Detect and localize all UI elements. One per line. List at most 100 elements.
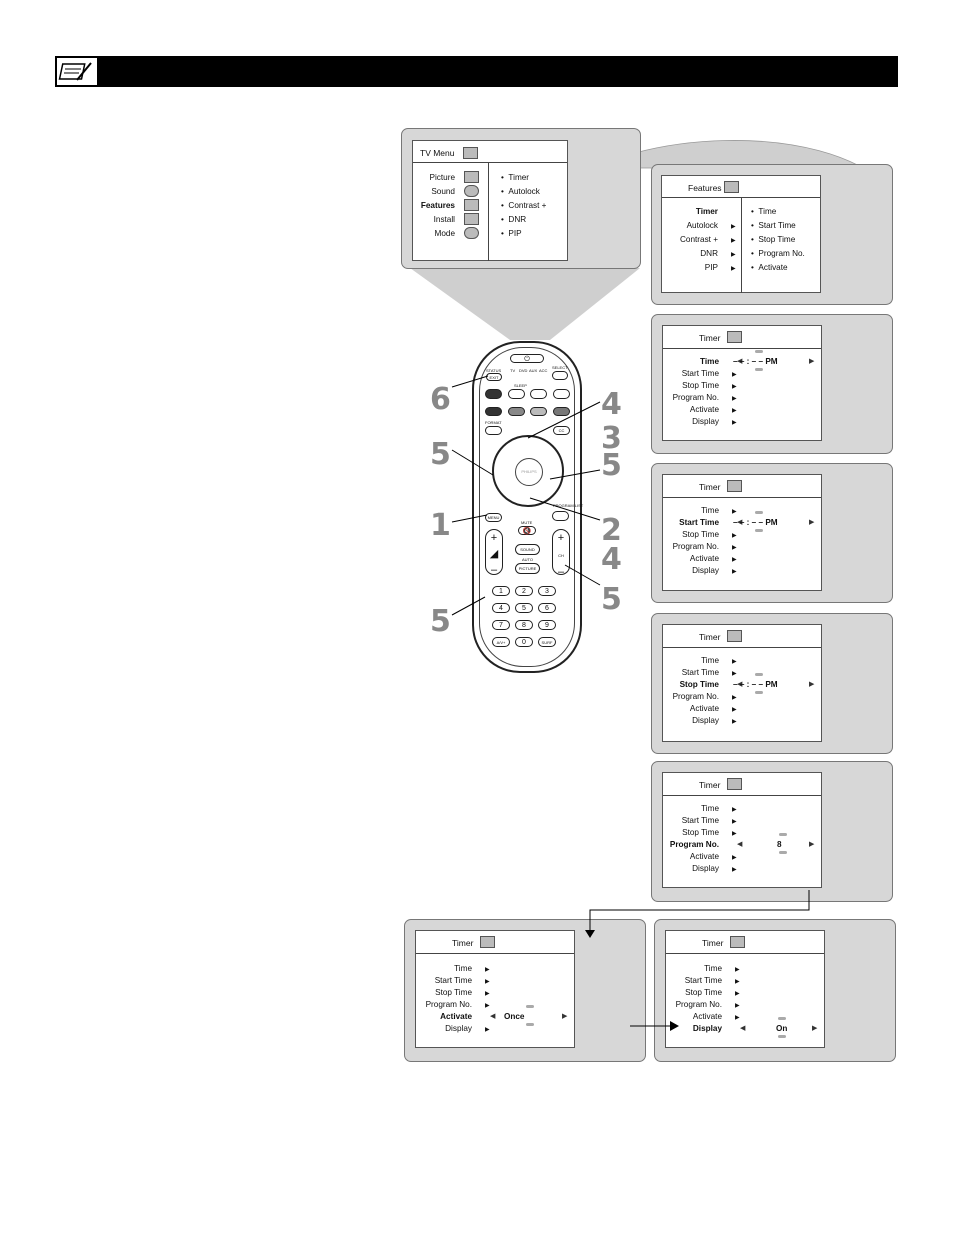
right-arrow-icon: ▶ [735, 1003, 740, 1009]
timer-item[interactable]: Stop Time [685, 988, 722, 997]
navigation-ring[interactable]: PHILIPS [492, 435, 564, 507]
digit-button-0[interactable]: 0 [515, 637, 533, 647]
features-item-dnr[interactable]: DNR [700, 249, 718, 258]
digit-button-6[interactable]: 6 [538, 603, 556, 613]
timer-item[interactable]: Activate [440, 1012, 472, 1021]
features-sub-program-no: • Program No. [751, 249, 805, 258]
right-arrow-icon: ▶ [732, 533, 737, 539]
up-arrow-icon [779, 833, 787, 836]
digit-button-5[interactable]: 5 [515, 603, 533, 613]
digit-button-3[interactable]: 3 [538, 586, 556, 596]
surf-button[interactable]: SURF [538, 637, 556, 647]
digit-button-8[interactable]: 8 [515, 620, 533, 630]
timer-item[interactable]: Display [692, 1024, 722, 1033]
tv-menu-item-picture[interactable]: Picture [429, 173, 455, 182]
right-arrow-icon: ▶ [732, 408, 737, 414]
features-item-pip[interactable]: PIP [704, 263, 718, 272]
digit-button-2[interactable]: 2 [515, 586, 533, 596]
timer-item[interactable]: Activate [689, 704, 719, 713]
timer-item[interactable]: Program No. [675, 1000, 722, 1009]
timer-item[interactable]: Start Time [679, 518, 719, 527]
timer-item[interactable]: Time [701, 804, 719, 813]
features-menu-title: Features [688, 183, 722, 193]
timer-item[interactable]: Time [701, 506, 719, 515]
timer-item[interactable]: Activate [689, 405, 719, 414]
sound-button[interactable]: SOUND [515, 544, 540, 555]
timer-item[interactable]: Stop Time [435, 988, 472, 997]
digit-button-4[interactable]: 4 [492, 603, 510, 613]
tv-menu-icon [463, 147, 478, 159]
menu-button[interactable]: MENU [485, 513, 502, 522]
blue-button[interactable] [553, 407, 570, 416]
channel-rocker[interactable]: +CH– [552, 529, 570, 578]
down-arrow-icon [778, 1035, 786, 1038]
clock-button[interactable] [530, 389, 547, 399]
select-button[interactable] [552, 371, 568, 380]
timer-item[interactable]: Program No. [672, 393, 719, 402]
green-button[interactable] [508, 407, 525, 416]
timer-item[interactable]: Stop Time [682, 828, 719, 837]
timer-item[interactable]: Start Time [681, 668, 719, 677]
right-arrow-icon: ▶ [732, 659, 737, 665]
timer-item[interactable]: Display [692, 864, 719, 873]
volume-rocker[interactable]: +◢– [485, 529, 503, 576]
power-button[interactable]: ⏻ [510, 354, 544, 363]
av-button[interactable]: A/V+ [492, 637, 510, 647]
timer-item[interactable]: Activate [689, 554, 719, 563]
right-arrow-icon: ▶ [732, 819, 737, 825]
exit-button[interactable]: EXIT [486, 373, 502, 381]
timer-item[interactable]: Time [454, 964, 472, 973]
red-button[interactable] [485, 407, 502, 416]
tv-menu-item-install[interactable]: Install [433, 215, 455, 224]
digit-button-9[interactable]: 9 [538, 620, 556, 630]
program-list-button[interactable] [552, 511, 569, 521]
timer-item[interactable]: Start Time [684, 976, 722, 985]
timer-item[interactable]: Display [445, 1024, 472, 1033]
yellow-button[interactable] [530, 407, 547, 416]
format-button[interactable] [485, 426, 502, 435]
mute-button[interactable]: 🔇 [518, 526, 536, 535]
left-arrow-icon: ◀ [737, 519, 743, 526]
digit-button-7[interactable]: 7 [492, 620, 510, 630]
features-icon [464, 199, 479, 211]
timer-item[interactable]: Time [700, 357, 719, 366]
tv-menu-item-features[interactable]: Features [420, 201, 455, 210]
timer-item[interactable]: Program No. [669, 840, 719, 849]
timer-item[interactable]: Stop Time [682, 530, 719, 539]
timer-item[interactable]: Display [692, 566, 719, 575]
timer-item[interactable]: Time [704, 964, 722, 973]
step-number-5b: 5 [601, 448, 622, 483]
timer-item[interactable]: Activate [692, 1012, 722, 1021]
picture-button[interactable]: PICTURE [515, 563, 540, 574]
cc-button[interactable]: CC [553, 426, 570, 435]
timer-item[interactable]: Program No. [672, 692, 719, 701]
features-item-timer[interactable]: Timer [695, 207, 718, 216]
timer-item[interactable]: Time [701, 656, 719, 665]
digit-button-1[interactable]: 1 [492, 586, 510, 596]
timer-value: – – : – – PM [733, 680, 778, 689]
timer-item[interactable]: Start Time [434, 976, 472, 985]
timer-title: Timer [452, 938, 474, 948]
timer-item[interactable]: Stop Time [679, 680, 719, 689]
av-input-button[interactable] [485, 389, 502, 399]
timer-item[interactable]: Activate [689, 852, 719, 861]
tv-menu-item-mode[interactable]: Mode [434, 229, 455, 238]
timer-item[interactable]: Start Time [681, 369, 719, 378]
timer-item[interactable]: Start Time [681, 816, 719, 825]
features-item-autolock[interactable]: Autolock [686, 221, 718, 230]
sleep-button[interactable] [508, 389, 525, 399]
section-header-bar [55, 56, 898, 87]
timer-item[interactable]: Program No. [672, 542, 719, 551]
timer-icon [480, 936, 495, 948]
timer-item[interactable]: Program No. [425, 1000, 472, 1009]
features-item-contrast[interactable]: Contrast + [680, 235, 718, 244]
timer-value: – – : – – PM [733, 357, 778, 366]
ok-button[interactable]: PHILIPS [515, 458, 543, 486]
tv-menu-item-sound[interactable]: Sound [431, 187, 455, 196]
timer-item[interactable]: Stop Time [682, 381, 719, 390]
timer-item[interactable]: Display [692, 716, 719, 725]
swap-button[interactable] [553, 389, 570, 399]
timer-item[interactable]: Display [692, 417, 719, 426]
